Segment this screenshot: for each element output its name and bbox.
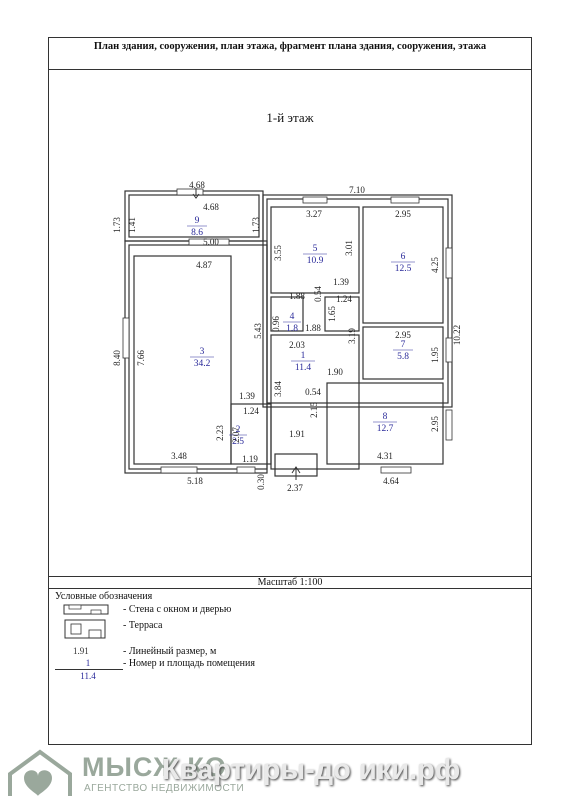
dimension-label: 0.54: [313, 286, 323, 302]
dimension-label: 3.55: [273, 245, 283, 261]
dimension-label: 2.07: [231, 427, 241, 443]
dimension-label: 1.41: [127, 217, 137, 233]
room-area: 5.8: [397, 352, 409, 362]
dimension-label: 3.84: [273, 381, 283, 397]
dimension-label: 1.24: [243, 406, 259, 416]
floor-title: 1-й этаж: [266, 110, 314, 125]
dimension-label: 4.87: [196, 260, 212, 270]
legend-room-area-sample: 11.4: [80, 671, 96, 681]
dimension-label: 3.01: [344, 240, 354, 256]
brand-subtitle: АГЕНТСТВО НЕДВИЖИМОСТИ: [84, 783, 245, 794]
dimension-label: 1.39: [333, 277, 349, 287]
dimension-label: 0.30: [256, 474, 266, 490]
scale-label: Масштаб 1:100: [49, 576, 531, 589]
brand-name: МЫСЖ КО: [82, 752, 227, 782]
legend-dimension-label: - Линейный размер, м: [123, 646, 217, 657]
dimension-label: 4.25: [430, 257, 440, 273]
terrace-icon: [64, 619, 106, 639]
document-header: План здания, сооружения, план этажа, фра…: [49, 38, 531, 70]
dimension-label: 7.10: [349, 185, 365, 195]
house-logo-icon: [8, 749, 72, 796]
dimension-label: 1.88: [305, 323, 321, 333]
dimension-label: 1.73: [251, 217, 261, 233]
dimension-label: 5.18: [187, 476, 203, 486]
dimension-label: 0.54: [305, 387, 321, 397]
legend-divider: [55, 669, 123, 670]
dimension-label: 2.95: [430, 416, 440, 432]
dimension-label: 1.90: [327, 367, 343, 377]
room-number: 3: [200, 347, 205, 357]
room-number: 9: [195, 216, 200, 226]
dimension-label: 1.19: [242, 454, 258, 464]
dimension-label: 10.22: [452, 325, 462, 345]
dimension-label: 4.68: [189, 180, 205, 190]
room-number: 8: [383, 412, 388, 422]
dimension-label: 4.64: [383, 476, 399, 486]
dimension-label: 4.31: [377, 451, 393, 461]
dimension-label: 1.65: [327, 306, 337, 322]
room-number: 1: [301, 351, 306, 361]
legend-room-number-sample: 1: [85, 658, 91, 668]
legend-room-label: - Номер и площадь помещения: [123, 658, 255, 669]
dimension-label: 2.15: [309, 402, 319, 418]
dimension-label: 1.88: [289, 291, 305, 301]
dimension-label: 0.96: [271, 316, 281, 332]
dimension-label: 3.48: [171, 451, 187, 461]
room-number: 4: [290, 312, 295, 322]
room-area: 12.7: [377, 424, 394, 434]
legend-dimension-sample: 1.91: [73, 646, 89, 656]
dimension-label: 8.40: [112, 350, 122, 366]
dimension-label: 3.27: [306, 209, 322, 219]
dimension-label: 1.91: [289, 429, 305, 439]
room-area: 2.5: [232, 437, 244, 447]
dimension-label: 2.37: [287, 483, 303, 493]
dimension-label: 2.03: [289, 340, 305, 350]
dimension-label: 1.39: [239, 391, 255, 401]
dimension-label: 5.43: [253, 323, 263, 339]
room-number: 6: [401, 252, 406, 262]
dimension-label: 5.00: [203, 237, 219, 247]
site-watermark: Квартиры-до ики.рф: [162, 754, 461, 786]
plan-sheet: План здания, сооружения, план этажа, фра…: [48, 37, 532, 745]
room-number: 2: [236, 425, 241, 435]
dimension-label: 2.23: [215, 425, 225, 441]
dimension-label: 2.95: [395, 209, 411, 219]
dimension-label: 3.19: [347, 328, 357, 344]
room-area: 34.2: [194, 359, 211, 369]
legend-terrace-label: - Терраса: [123, 620, 163, 631]
dimension-label: 7.66: [136, 350, 146, 366]
dimension-label: 1.24: [336, 294, 352, 304]
watermark-footer: МЫСЖ КО АГЕНТСТВО НЕДВИЖИМОСТИ Квартиры-…: [0, 748, 565, 799]
room-number: 7: [401, 340, 406, 350]
dimension-label: 1.95: [430, 347, 440, 363]
room-number: 5: [313, 244, 318, 254]
dimension-label: 1.73: [112, 217, 122, 233]
floor-plan: 9 8.6 5 10.9 6 12.5 4 1.8 3 34.2 1 11.4 …: [112, 180, 462, 493]
dimension-label: 4.68: [203, 202, 219, 212]
room-area: 10.9: [307, 256, 324, 266]
room-area: 11.4: [295, 363, 312, 373]
room-area: 12.5: [395, 264, 412, 274]
room-area: 1.8: [286, 324, 298, 334]
dimension-label: 2.95: [395, 330, 411, 340]
wall-window-door-icon: [63, 604, 109, 615]
legend-wall-label: - Стена с окном и дверью: [123, 604, 232, 615]
room-area: 8.6: [191, 228, 203, 238]
legend-title: Условные обозначения: [55, 591, 153, 602]
